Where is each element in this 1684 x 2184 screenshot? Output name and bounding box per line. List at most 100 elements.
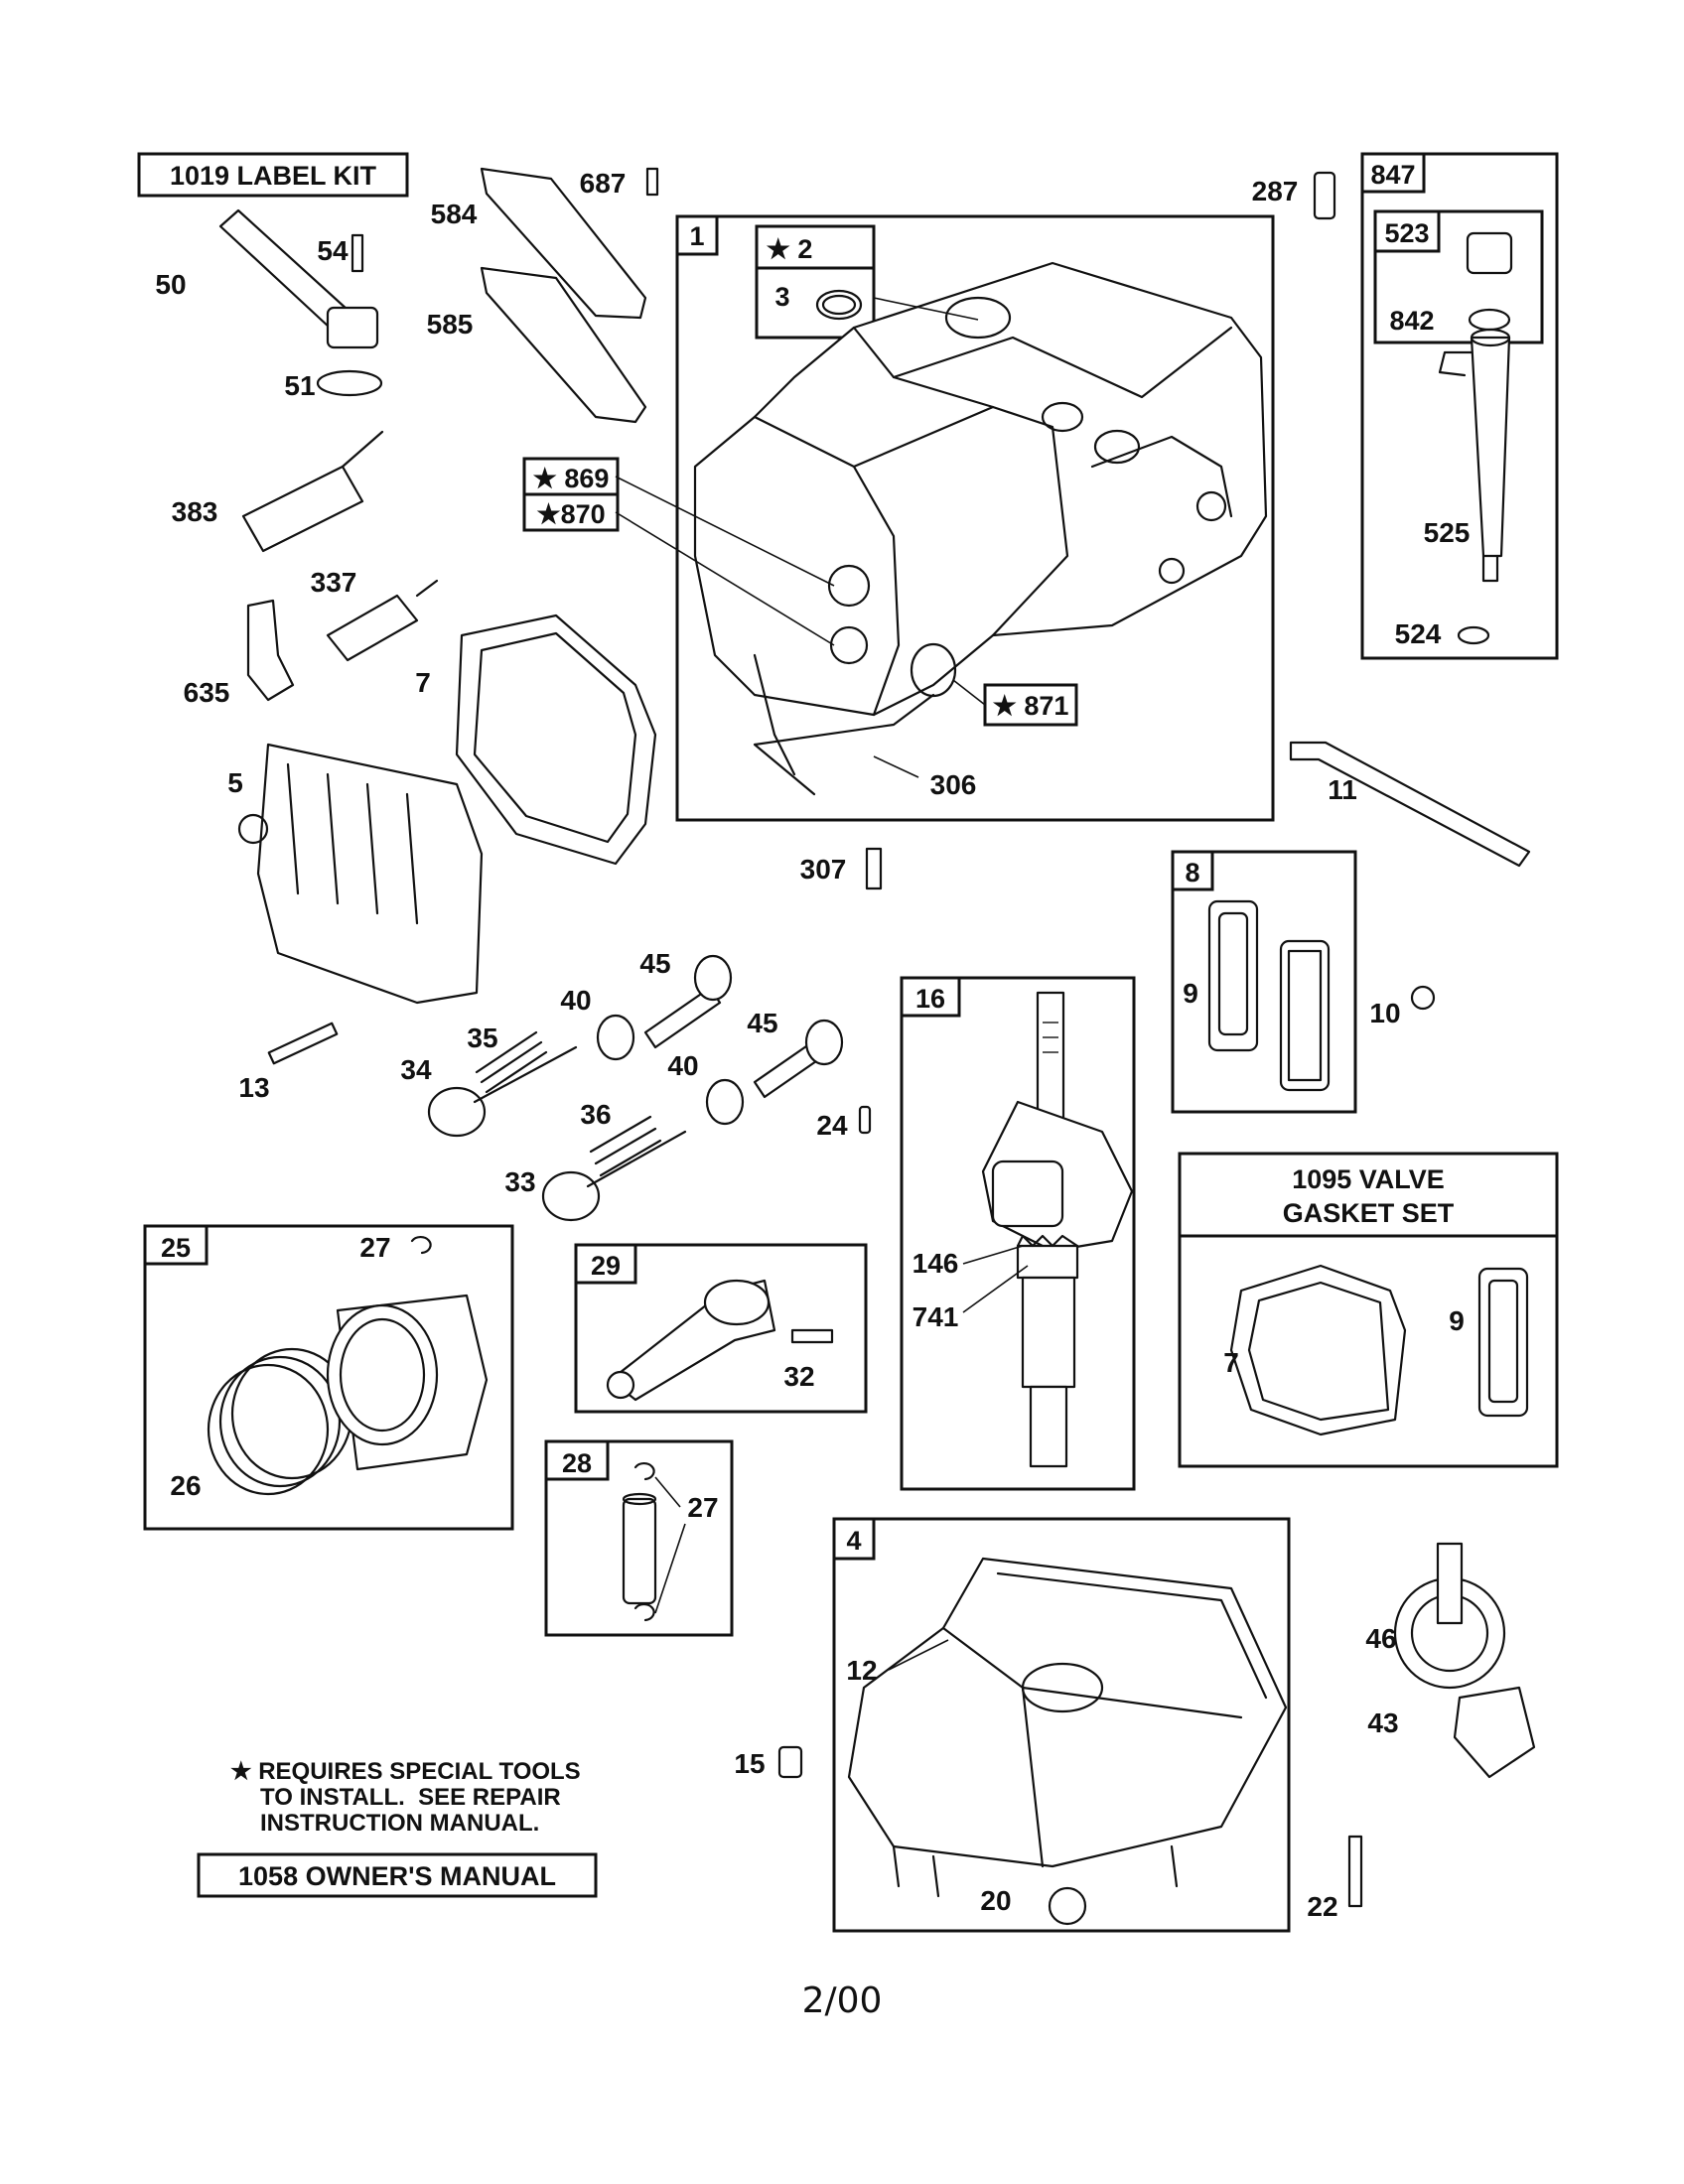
retainer-40b-icon bbox=[705, 1078, 745, 1126]
box-1-label: 1 bbox=[689, 221, 704, 251]
part-287: 287 bbox=[1252, 176, 1299, 206]
part-9: 9 bbox=[1183, 978, 1198, 1009]
seal-icon bbox=[815, 289, 863, 321]
part-35: 35 bbox=[467, 1023, 497, 1053]
box-25-label: 25 bbox=[161, 1233, 191, 1263]
box-870-label: ★870 bbox=[536, 499, 605, 529]
cylinder-block-drawing bbox=[693, 261, 1268, 796]
special-tools-note: ★ REQUIRES SPECIAL TOOLS TO INSTALL. SEE… bbox=[230, 1759, 581, 1837]
part-27-piston: 27 bbox=[359, 1232, 390, 1263]
part-687: 687 bbox=[580, 168, 627, 199]
part-33: 33 bbox=[504, 1166, 535, 1197]
dipstick-tube-icon bbox=[1470, 336, 1511, 558]
box-842-label: 842 bbox=[1389, 306, 1434, 336]
gasket-584-icon bbox=[480, 167, 647, 320]
part-585: 585 bbox=[427, 309, 474, 340]
intake-tube-50 bbox=[218, 208, 379, 349]
bolt-13-icon bbox=[267, 1022, 339, 1065]
plug-10-icon bbox=[1410, 985, 1436, 1011]
part-40-b: 40 bbox=[667, 1050, 698, 1081]
solenoid-383 bbox=[241, 430, 384, 553]
part-45-a: 45 bbox=[639, 948, 670, 979]
part-306: 306 bbox=[930, 769, 977, 800]
part-383: 383 bbox=[172, 496, 218, 527]
box-4-label: 4 bbox=[846, 1526, 861, 1556]
sump-assembly-box: 4 12 20 bbox=[832, 1517, 1291, 1933]
part-24: 24 bbox=[816, 1110, 848, 1141]
part-36: 36 bbox=[580, 1099, 611, 1130]
part-26: 26 bbox=[170, 1470, 201, 1501]
box-3-label: 3 bbox=[774, 282, 789, 312]
plug-15-icon bbox=[777, 1745, 803, 1779]
label-kit-text: 1019 LABEL KIT bbox=[170, 161, 377, 191]
valve-34 bbox=[427, 1030, 578, 1138]
valve-33 bbox=[541, 1115, 687, 1222]
box-8-label: 8 bbox=[1185, 858, 1199, 887]
connecting-rod-box: 29 32 bbox=[574, 1243, 868, 1414]
part-524: 524 bbox=[1395, 618, 1442, 649]
screw-687-icon bbox=[645, 167, 659, 197]
boot-635-icon bbox=[246, 599, 295, 702]
part-51: 51 bbox=[284, 370, 315, 401]
box-2-label: ★ 2 bbox=[767, 234, 813, 264]
governor-gear-46 bbox=[1393, 1542, 1506, 1690]
sump-drawing bbox=[847, 1557, 1288, 1926]
part-54: 54 bbox=[317, 235, 349, 266]
gasket-585-icon bbox=[480, 266, 647, 424]
breather-assembly-box: 8 bbox=[1171, 850, 1357, 1114]
owners-manual-box: 1058 OWNER'S MANUAL bbox=[197, 1852, 598, 1898]
valve-gasket-set-title-line2: GASKET SET bbox=[1283, 1198, 1455, 1228]
crankshaft-box: 16 146 741 bbox=[900, 976, 1136, 1491]
pin-24-icon bbox=[858, 1105, 872, 1135]
governor-43-icon bbox=[1453, 1686, 1536, 1779]
part-7: 7 bbox=[415, 667, 431, 698]
box-523-label: 523 bbox=[1384, 218, 1429, 248]
part-307: 307 bbox=[800, 854, 847, 885]
part-46: 46 bbox=[1365, 1623, 1396, 1654]
part-584: 584 bbox=[431, 199, 478, 229]
label-kit-box: 1019 LABEL KIT bbox=[137, 152, 409, 198]
valve-gasket-set-box: 1095 VALVE GASKET SET 7 9 bbox=[1178, 1152, 1559, 1468]
cylinder-assembly-box: 1 ★ 2 3 ★ 869 ★870 ★ 871 bbox=[522, 214, 1275, 822]
part-34: 34 bbox=[400, 1054, 432, 1085]
part-7-gasket-set: 7 bbox=[1223, 1347, 1239, 1378]
part-10: 10 bbox=[1369, 998, 1400, 1028]
wrist-pin-box: 28 27 bbox=[544, 1439, 734, 1637]
page-footer-date: 2/00 bbox=[801, 1980, 883, 2021]
part-15: 15 bbox=[734, 1748, 765, 1779]
part-525: 525 bbox=[1424, 517, 1471, 548]
part-337: 337 bbox=[311, 567, 357, 598]
dipstick-11-icon bbox=[1289, 741, 1531, 868]
part-9-gasket-set: 9 bbox=[1449, 1305, 1465, 1336]
gasket-51-icon bbox=[316, 369, 383, 397]
part-32: 32 bbox=[783, 1361, 814, 1392]
screw-287-icon bbox=[1313, 171, 1336, 220]
bolt-22-icon bbox=[1347, 1835, 1363, 1908]
head-gasket-7-icon bbox=[455, 614, 657, 866]
part-5: 5 bbox=[227, 767, 243, 798]
rocker-45a-icon bbox=[643, 986, 722, 1049]
box-869-label: ★ 869 bbox=[533, 464, 610, 493]
owners-manual-text: 1058 OWNER'S MANUAL bbox=[238, 1861, 556, 1891]
note-line-3: INSTRUCTION MANUAL. bbox=[260, 1810, 540, 1837]
part-27-wrist-pin: 27 bbox=[687, 1492, 718, 1523]
part-741: 741 bbox=[912, 1301, 959, 1332]
valve-gasket-set-title-line1: 1095 VALVE bbox=[1292, 1164, 1445, 1194]
crankshaft-drawing bbox=[981, 991, 1134, 1468]
part-13: 13 bbox=[238, 1072, 269, 1103]
part-11: 11 bbox=[1328, 774, 1357, 805]
piston-assembly-box: 25 27 26 bbox=[143, 1224, 514, 1531]
note-line-2: TO INSTALL. SEE REPAIR bbox=[260, 1784, 561, 1811]
part-22: 22 bbox=[1307, 1891, 1337, 1922]
dipstick-cap-icon bbox=[1466, 231, 1513, 275]
part-12: 12 bbox=[846, 1655, 877, 1686]
retainer-40a-icon bbox=[596, 1014, 635, 1061]
part-40-a: 40 bbox=[560, 985, 591, 1016]
box-847-label: 847 bbox=[1370, 160, 1415, 190]
part-50: 50 bbox=[155, 269, 186, 300]
part-43: 43 bbox=[1367, 1707, 1398, 1738]
part-20: 20 bbox=[980, 1885, 1011, 1916]
cylinder-head-5 bbox=[237, 743, 484, 1005]
part-635: 635 bbox=[184, 677, 230, 708]
